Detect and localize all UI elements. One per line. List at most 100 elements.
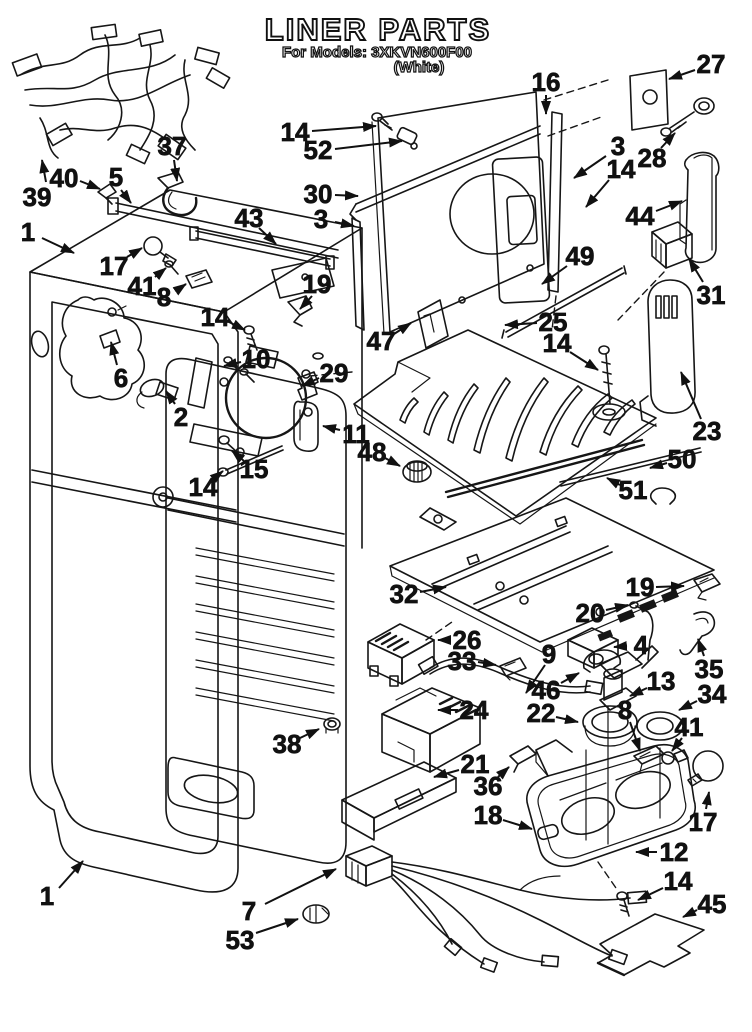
- callout-arrow-20: [605, 603, 629, 613]
- callout-arrow-25: [504, 319, 538, 330]
- air-duct-6: [30, 296, 145, 401]
- rails-50-51: [444, 438, 702, 505]
- light-bulb-17: [143, 236, 163, 256]
- harness-9: [417, 621, 604, 696]
- callout-label-2: 2: [174, 402, 188, 432]
- callout-label-50: 50: [668, 444, 697, 474]
- callout-label-19: 19: [303, 269, 332, 299]
- rod-49: [501, 265, 627, 339]
- callout-arrow-14: [569, 351, 599, 371]
- interior-mount-parts: [136, 299, 449, 477]
- callout-label-14: 14: [201, 302, 230, 332]
- callout-arrow-39: [39, 159, 50, 183]
- callout-label-22: 22: [527, 698, 556, 728]
- callout-arrow-29: [301, 375, 320, 387]
- callout-label-37: 37: [158, 131, 187, 161]
- callout-label-14: 14: [543, 328, 572, 358]
- callout-label-30: 30: [304, 179, 333, 209]
- callout-label-17: 17: [100, 251, 129, 281]
- callout-label-43: 43: [235, 203, 264, 233]
- callout-label-16: 16: [532, 67, 561, 97]
- color-note: (White): [394, 59, 445, 76]
- plate-27-group: [629, 69, 715, 137]
- callout-arrow-40: [79, 179, 101, 190]
- callout-arrow-36: [496, 766, 510, 780]
- foam-housing-24: [381, 687, 481, 773]
- callout-label-21: 21: [461, 749, 490, 779]
- callout-arrow-33: [477, 657, 497, 668]
- nut-38: [323, 717, 341, 734]
- callout-arrow-48: [384, 455, 401, 467]
- callout-label-14: 14: [281, 117, 310, 147]
- callout-label-14: 14: [607, 154, 636, 184]
- callout-label-14: 14: [664, 866, 693, 896]
- callout-arrow-32: [419, 584, 447, 595]
- callout-arrow-13: [629, 685, 648, 697]
- bracket-31: [651, 221, 693, 269]
- cover-44: [679, 151, 720, 264]
- callout-label-10: 10: [242, 344, 271, 374]
- callout-arrow-1: [41, 237, 75, 254]
- callout-arrow-14: [311, 122, 377, 132]
- partition-panel-32: [389, 497, 715, 653]
- callout-label-26: 26: [453, 625, 482, 655]
- callout-arrow-37: [170, 159, 181, 182]
- callout-arrow-43: [258, 227, 277, 245]
- callout-arrow-19: [299, 295, 313, 310]
- callout-arrow-44: [655, 200, 683, 212]
- wire-harness-bottom: [302, 845, 648, 973]
- callout-arrow-31: [688, 258, 704, 283]
- plate-45-group: [596, 891, 705, 977]
- callout-arrow-14: [228, 319, 246, 331]
- callout-arrow-10: [223, 358, 242, 368]
- callout-arrow-15: [231, 450, 246, 464]
- strap-35: [679, 611, 716, 656]
- spacer-18: [537, 823, 559, 841]
- bulb-and-terminal-parts: [143, 236, 213, 289]
- callout-arrow-38: [299, 728, 320, 740]
- callout-label-3: 3: [314, 204, 328, 234]
- side-trim-group: [491, 111, 563, 331]
- callout-arrow-51: [606, 477, 621, 489]
- console-12: [526, 739, 696, 889]
- callout-label-3: 3: [611, 131, 625, 161]
- callout-label-27: 27: [697, 49, 726, 79]
- callout-label-9: 9: [542, 639, 556, 669]
- duct-11: [293, 400, 319, 452]
- callout-label-45: 45: [698, 889, 727, 919]
- callout-arrow-21: [433, 768, 460, 779]
- callout-arrow-3: [334, 218, 355, 229]
- callout-label-11: 11: [342, 419, 370, 449]
- thermostat-group: [509, 573, 724, 845]
- standoff-52: [396, 126, 418, 146]
- clamp-46: [582, 649, 622, 673]
- callout-label-28: 28: [638, 143, 667, 173]
- trim-strip-16: [547, 111, 563, 293]
- floor-panel-25: [353, 329, 657, 531]
- callout-arrow-45: [682, 906, 698, 918]
- callout-label-34: 34: [698, 679, 727, 709]
- callout-label-36: 36: [474, 771, 503, 801]
- callout-label-31: 31: [697, 280, 726, 310]
- callout-label-41: 41: [128, 271, 157, 301]
- callout-label-23: 23: [693, 416, 722, 446]
- callout-label-32: 32: [390, 579, 419, 609]
- callout-arrow-4: [613, 641, 628, 651]
- callout-arrow-3: [573, 155, 607, 179]
- callout-arrow-18: [502, 819, 533, 830]
- callout-label-24: 24: [460, 695, 489, 725]
- callout-arrow-34: [678, 699, 698, 711]
- callout-label-38: 38: [273, 729, 302, 759]
- plate-47: [417, 299, 449, 349]
- callout-label-17: 17: [689, 807, 718, 837]
- callout-arrow-30: [334, 190, 359, 201]
- flag-36: [509, 745, 537, 765]
- callout-label-12: 12: [660, 837, 689, 867]
- callout-arrow-5: [119, 189, 132, 204]
- callout-arrow-17: [126, 247, 143, 259]
- callout-label-8: 8: [157, 282, 171, 312]
- capillary-20: [635, 605, 654, 661]
- callout-label-20: 20: [576, 598, 605, 628]
- callout-label-7: 7: [242, 896, 256, 926]
